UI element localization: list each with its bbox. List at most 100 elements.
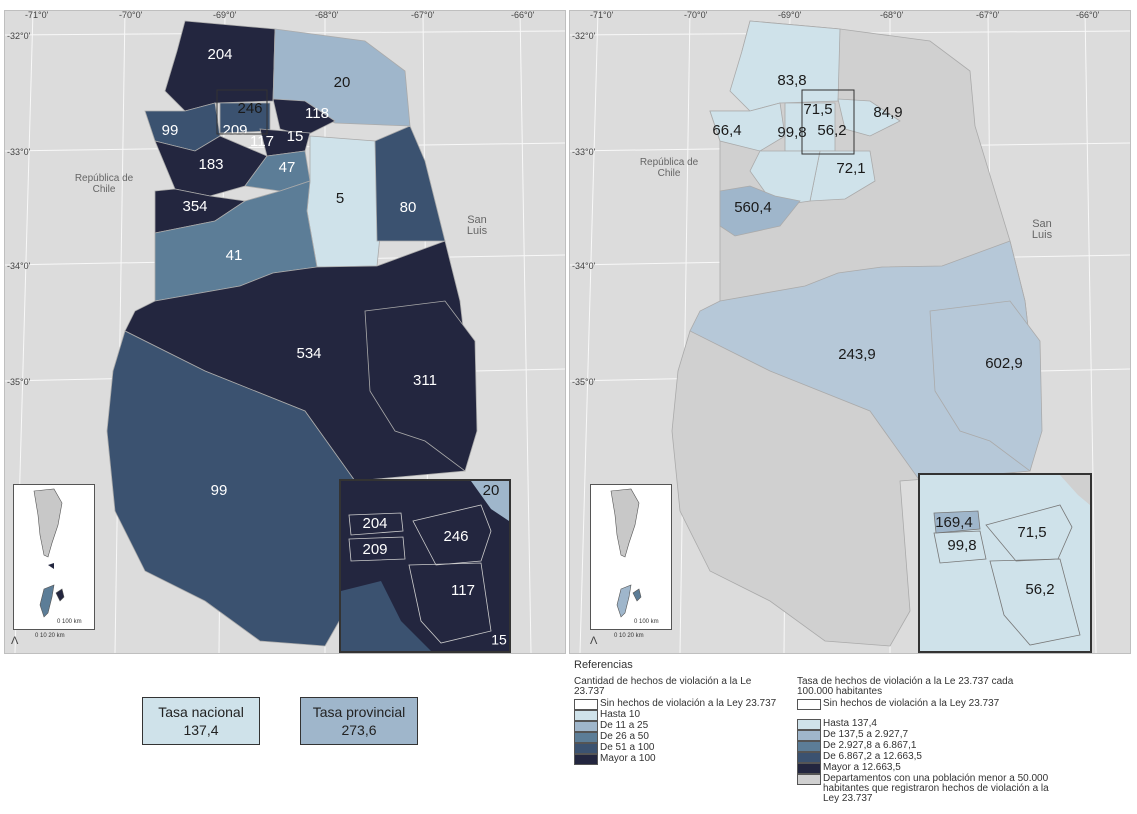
arg-scale: 0 100 km <box>57 619 82 625</box>
rate-legend-label: De 137,5 a 2.927,7 <box>823 729 909 740</box>
rate-legend-swatch <box>797 719 821 730</box>
rate-legend-label: De 6.867,2 a 12.663,5 <box>823 751 922 762</box>
dept-tunuyan <box>719 185 801 237</box>
count-legend-swatch <box>574 743 598 754</box>
lat-tick: -32°0' <box>572 31 596 41</box>
count-label: 183 <box>198 156 223 173</box>
rate-legend-label: Sin hechos de violación a la Ley 23.737 <box>823 698 1000 709</box>
provincial-rate-box: Tasa provincial 273,6 <box>300 697 418 745</box>
rate-legend-swatch <box>797 741 821 752</box>
count-legend-label: Hasta 10 <box>600 709 641 720</box>
provincial-rate-value: 273,6 <box>341 722 377 738</box>
rate-label: 56,2 <box>817 122 846 139</box>
rate-legend-item: Sin hechos de violación a la Ley 23.737 <box>797 699 1132 719</box>
lon-tick: -66°0' <box>1076 10 1100 20</box>
rate-legend-item: De 2.927,8 a 6.867,1 <box>797 741 1132 752</box>
count-map: 204 20 246 118 99 209 117 15 183 47 354 … <box>4 10 566 654</box>
count-label: 80 <box>400 199 417 216</box>
inset-extent-box <box>801 89 855 155</box>
national-rate-label: Tasa nacional <box>158 704 244 720</box>
rate-label: 84,9 <box>873 104 902 121</box>
count-label: 117 <box>250 133 274 150</box>
rate-legend-item: Departamentos con una población menor a … <box>797 774 1132 804</box>
country-label: República de Chile <box>639 157 699 179</box>
count-legend-title: Cantidad de hechos de violación a la Le … <box>574 676 752 697</box>
argentina-locator-inset <box>13 484 95 630</box>
count-label: 246 <box>237 100 262 117</box>
rate-legend-swatch <box>797 763 821 774</box>
inset-value: 15 <box>491 632 507 648</box>
rate-label: 243,9 <box>838 346 876 363</box>
lat-tick: -34°0' <box>7 261 31 271</box>
dept-generalalvear <box>364 300 478 472</box>
count-legend-label: Mayor a 100 <box>600 753 656 764</box>
rate-label: 72,1 <box>836 160 865 177</box>
inset-value: 246 <box>443 528 468 545</box>
dept-lavalle <box>164 20 276 112</box>
argentina-locator-svg <box>33 488 65 618</box>
lon-tick: -71°0' <box>25 10 49 20</box>
count-label: 41 <box>226 247 243 264</box>
inset-value: 20 <box>483 482 500 499</box>
national-rate-box: Tasa nacional 137,4 <box>142 697 260 745</box>
count-label: 311 <box>413 372 437 389</box>
rate-legend-label: Departamentos con una población menor a … <box>823 773 1049 804</box>
count-legend-swatch <box>574 710 598 721</box>
rate-legend-item: De 137,5 a 2.927,7 <box>797 730 1132 741</box>
capital-zoom-inset: 20 204 246 209 117 15 <box>339 479 511 653</box>
capital-zoom-svg: 20 204 246 209 117 15 <box>341 481 509 651</box>
dept-guaymallen <box>272 98 336 137</box>
lon-tick: -66°0' <box>511 10 535 20</box>
lon-tick: -69°0' <box>213 10 237 20</box>
lat-tick: -32°0' <box>7 31 31 41</box>
scale-label: 0 10 20 km <box>35 633 65 639</box>
rate-legend-swatch <box>797 774 821 785</box>
dept-lapaz <box>374 125 446 242</box>
inset-value: 204 <box>362 515 387 532</box>
rate-label: 66,4 <box>712 122 741 139</box>
count-label: 15 <box>287 128 304 145</box>
national-rate-value: 137,4 <box>183 722 219 738</box>
count-legend-label: De 11 a 25 <box>600 720 649 731</box>
count-legend-label: De 51 a 100 <box>600 742 655 753</box>
lon-tick: -69°0' <box>778 10 802 20</box>
count-label: 20 <box>334 74 351 91</box>
scale-label: 0 10 20 km <box>614 633 644 639</box>
rate-map-svg: 83,8 71,5 84,9 66,4 99,8 56,2 72,1 560,4… <box>570 11 1130 653</box>
lat-tick: -35°0' <box>572 377 596 387</box>
arg-scale: 0 100 km <box>634 619 659 625</box>
count-label: 118 <box>305 105 329 122</box>
rate-legend-item: Hasta 137,4 <box>797 719 1132 730</box>
count-label: 99 <box>211 482 228 499</box>
lon-tick: -70°0' <box>119 10 143 20</box>
count-label: 534 <box>296 345 321 362</box>
dept-malargue <box>106 330 356 647</box>
inset-value: 117 <box>451 582 475 599</box>
lon-tick: -67°0' <box>976 10 1000 20</box>
count-label: 5 <box>336 190 344 207</box>
rate-map: 83,8 71,5 84,9 66,4 99,8 56,2 72,1 560,4… <box>569 10 1131 654</box>
rate-legend-swatch <box>797 752 821 763</box>
dept-generalalvear <box>929 300 1043 472</box>
rate-legend-swatch <box>797 699 821 710</box>
inset-value: 209 <box>362 541 387 558</box>
rate-label: 602,9 <box>985 355 1023 372</box>
count-legend-item: De 51 a 100 <box>574 743 796 754</box>
rate-legend-label: De 2.927,8 a 6.867,1 <box>823 740 917 751</box>
count-legend-label: Sin hechos de violación a la Ley 23.737 <box>600 698 777 709</box>
inset-value: 56,2 <box>1025 581 1054 598</box>
count-map-svg: 204 20 246 118 99 209 117 15 183 47 354 … <box>5 11 565 653</box>
rate-legend-item: Mayor a 12.663,5 <box>797 763 1132 774</box>
lon-tick: -68°0' <box>315 10 339 20</box>
lat-tick: -33°0' <box>7 147 31 157</box>
count-label: 47 <box>279 159 296 176</box>
lat-tick: -35°0' <box>7 377 31 387</box>
rate-legend: Tasa de hechos de violación a la Le 23.7… <box>797 677 1132 804</box>
count-label: 204 <box>207 46 232 63</box>
rate-legend-swatch <box>797 730 821 741</box>
rate-label: 71,5 <box>803 101 832 118</box>
province-label: San Luis <box>1031 218 1053 241</box>
count-legend-item: Sin hechos de violación a la Ley 23.737 <box>574 699 796 710</box>
legend-title: Referencias <box>574 659 633 671</box>
rate-labels: 83,8 71,5 84,9 66,4 99,8 56,2 72,1 560,4… <box>712 72 1022 372</box>
